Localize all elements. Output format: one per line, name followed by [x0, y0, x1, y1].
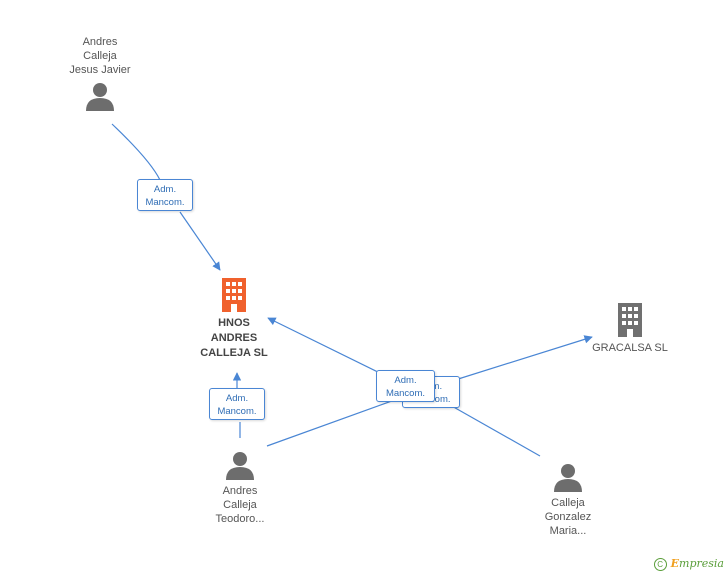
person-icon	[226, 452, 254, 480]
edge-maria-to-main	[449, 404, 541, 457]
role-line1: Adm.	[153, 184, 177, 195]
role-line2: Mancom.	[385, 388, 426, 399]
person-name-line1: Calleja	[551, 497, 585, 509]
role-badge-teodoro-main[interactable]: Adm. Mancom.	[209, 388, 265, 420]
edge-jesus-to-main-arrow	[179, 211, 221, 271]
person-name-line3: Jesus Javier	[69, 64, 131, 76]
role-badge-jesus[interactable]: Adm. Mancom.	[137, 179, 193, 211]
company-node-gracalsa[interactable]: GRACALSA SL	[582, 303, 678, 355]
company-name-line2: ANDRES	[210, 332, 258, 344]
person-name-line3: Teodoro...	[215, 513, 265, 525]
company-name-line1: HNOS	[218, 317, 250, 329]
person-name-line1: Andres	[82, 36, 118, 48]
person-name-line2: Calleja	[83, 50, 117, 62]
role-line2: Mancom.	[217, 406, 257, 417]
edge-teodoro-to-gracalsa	[266, 397, 401, 447]
person-node-jesus-javier[interactable]: Andres Calleja Jesus Javier	[52, 35, 148, 113]
copyright-icon: C	[653, 558, 667, 571]
edge-teodoro-to-gracalsa-arrow	[454, 335, 593, 381]
company-node-hnos-andres-calleja[interactable]: HNOS ANDRES CALLEJA SL	[186, 278, 282, 361]
edge-maria-to-main-arrow	[267, 317, 391, 379]
person-name-line2: Gonzalez	[544, 511, 592, 523]
building-icon	[222, 278, 246, 312]
person-name-line1: Andres	[222, 485, 258, 497]
role-line2: Mancom.	[145, 197, 185, 208]
company-name-line3: CALLEJA SL	[200, 347, 268, 359]
role-badge-front[interactable]: Adm. Mancom.	[376, 370, 435, 402]
role-line1: Adm.	[225, 393, 249, 404]
building-icon	[618, 303, 642, 337]
edge-jesus-to-main	[111, 123, 161, 181]
person-icon	[86, 83, 114, 111]
person-name-line3: Maria...	[549, 525, 587, 537]
person-name-line2: Calleja	[223, 499, 257, 511]
person-node-maria[interactable]: Calleja Gonzalez Maria...	[520, 462, 616, 538]
person-icon	[554, 464, 582, 492]
brand-logo: Empresia	[670, 557, 724, 571]
role-line1: Adm.	[394, 375, 417, 386]
company-name: GRACALSA SL	[592, 342, 668, 354]
person-node-teodoro[interactable]: Andres Calleja Teodoro...	[192, 450, 288, 526]
